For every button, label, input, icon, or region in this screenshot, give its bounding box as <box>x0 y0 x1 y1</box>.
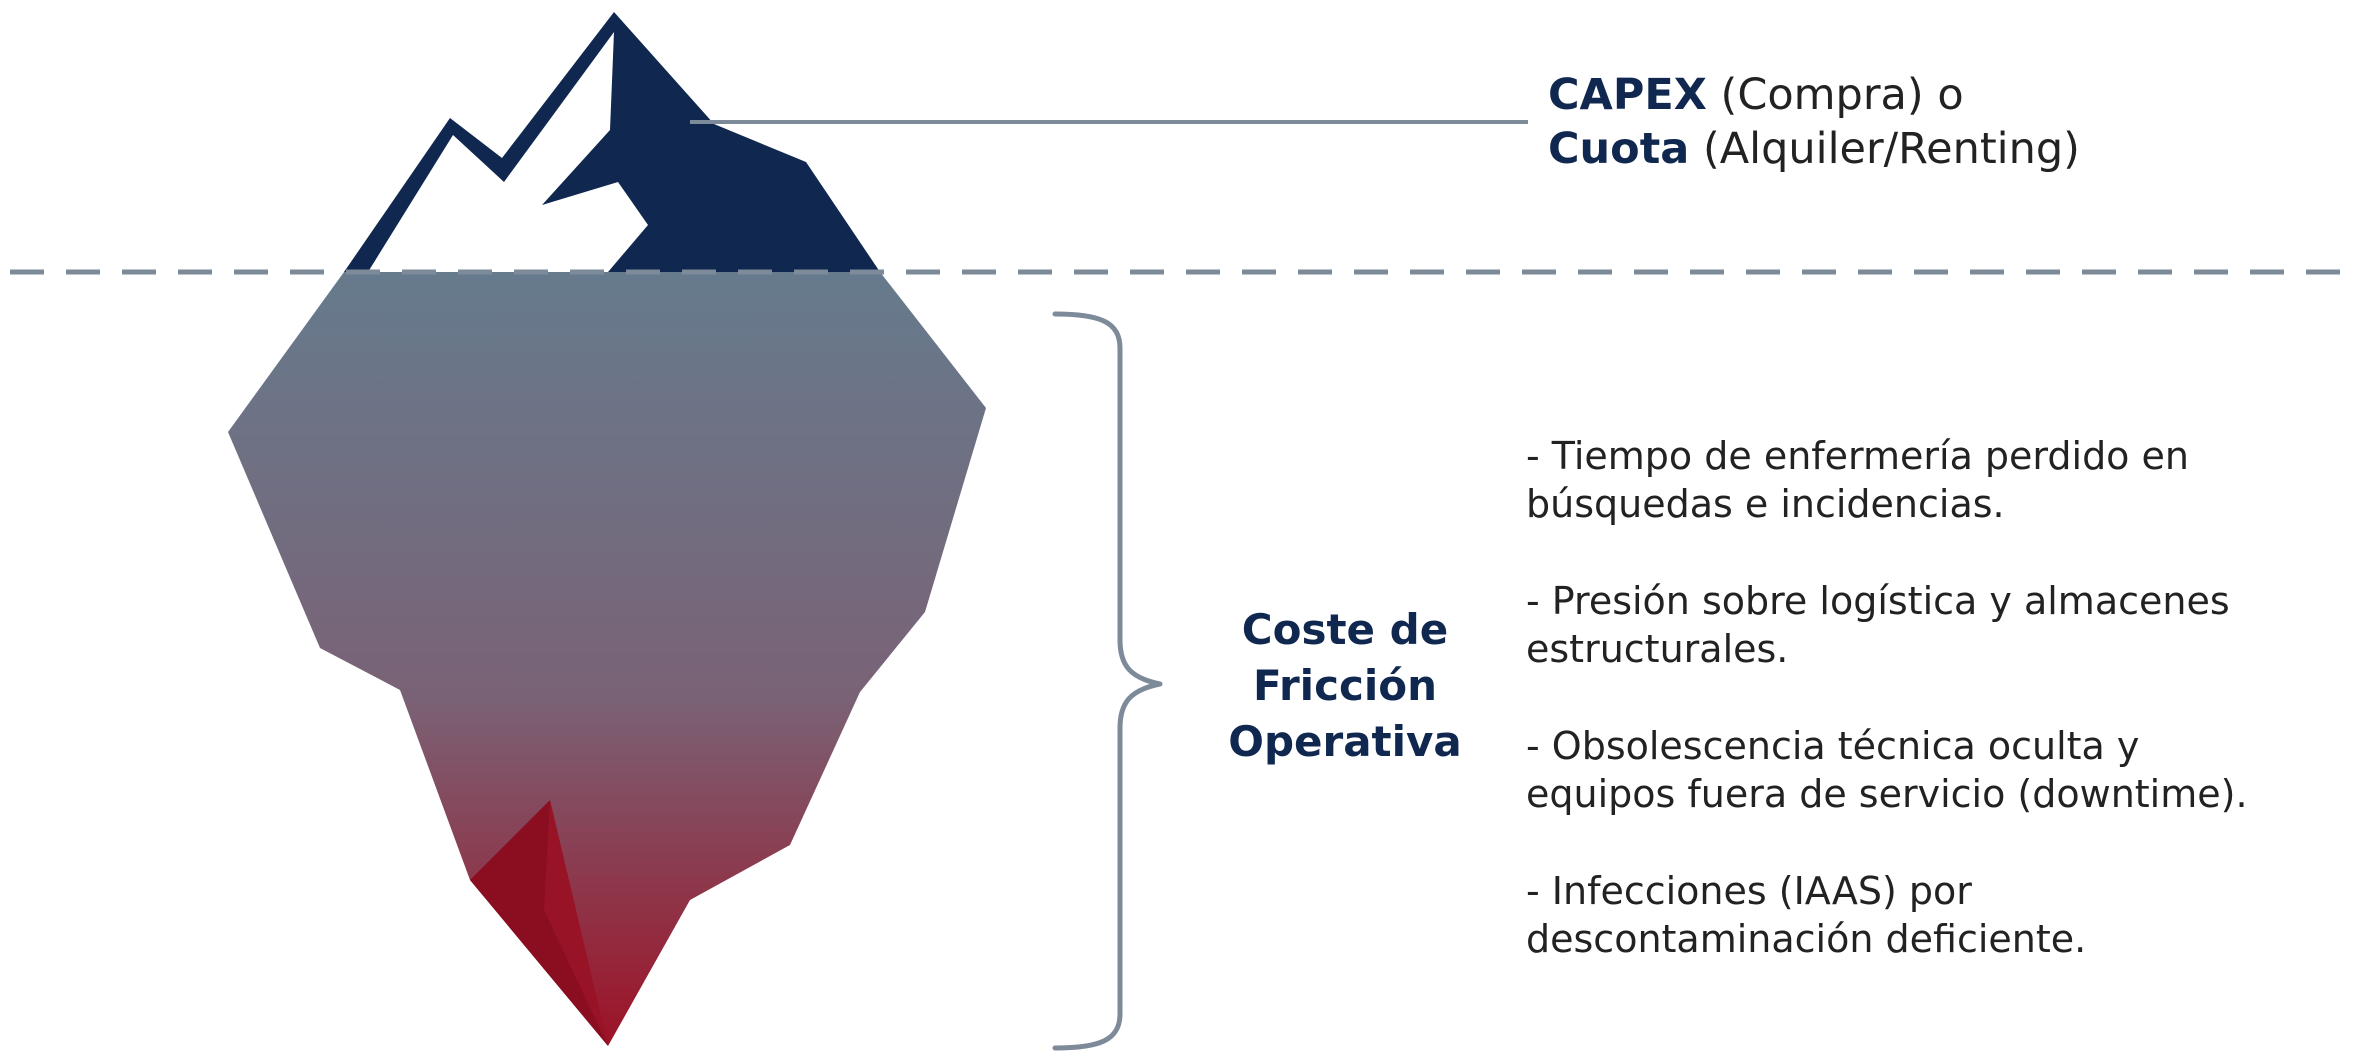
iceberg-body-icon <box>228 272 986 1046</box>
friction-item: - Obsolescencia técnica oculta y equipos… <box>1526 722 2316 818</box>
friction-item: - Tiempo de enfermería perdido en búsque… <box>1526 432 2316 528</box>
friction-list: - Tiempo de enfermería perdido en búsque… <box>1526 432 2316 1012</box>
friction-item-line: descontaminación deficiente. <box>1526 917 2087 961</box>
cuota-line: Cuota (Alquiler/Renting) <box>1548 122 2080 176</box>
capex-rest: (Compra) o <box>1706 70 1964 120</box>
friction-item-line: - Presión sobre logística y almacenes <box>1526 579 2230 623</box>
friction-title-line: Fricción <box>1252 661 1438 710</box>
friction-item: - Presión sobre logística y almacenes es… <box>1526 577 2316 673</box>
friction-item-line: - Infecciones (IAAS) por <box>1526 869 1972 913</box>
iceberg-snow-icon <box>368 32 648 272</box>
friction-item-line: - Obsolescencia técnica oculta y <box>1526 724 2140 768</box>
capex-line: CAPEX (Compra) o <box>1548 68 2080 122</box>
friction-title-line: Coste de <box>1241 605 1449 654</box>
iceberg-facet-highlight-icon <box>544 800 608 1046</box>
friction-item-line: búsquedas e incidencias. <box>1526 482 2005 526</box>
curly-brace-icon <box>1052 311 1163 1051</box>
capex-term: CAPEX <box>1548 70 1707 120</box>
friction-title-line: Operativa <box>1228 717 1462 766</box>
capex-label: CAPEX (Compra) o Cuota (Alquiler/Renting… <box>1548 68 2080 176</box>
iceberg-facet-icon <box>470 800 608 1046</box>
friction-item-line: estructurales. <box>1526 627 1789 671</box>
friction-item-line: equipos fuera de servicio (downtime). <box>1526 772 2248 816</box>
cuota-term: Cuota <box>1548 124 1690 174</box>
cuota-rest: (Alquiler/Renting) <box>1689 124 2080 174</box>
friction-item-line: - Tiempo de enfermería perdido en <box>1526 434 2189 478</box>
friction-title: Coste de Fricción Operativa <box>1200 602 1490 770</box>
friction-item: - Infecciones (IAAS) por descontaminació… <box>1526 867 2316 963</box>
